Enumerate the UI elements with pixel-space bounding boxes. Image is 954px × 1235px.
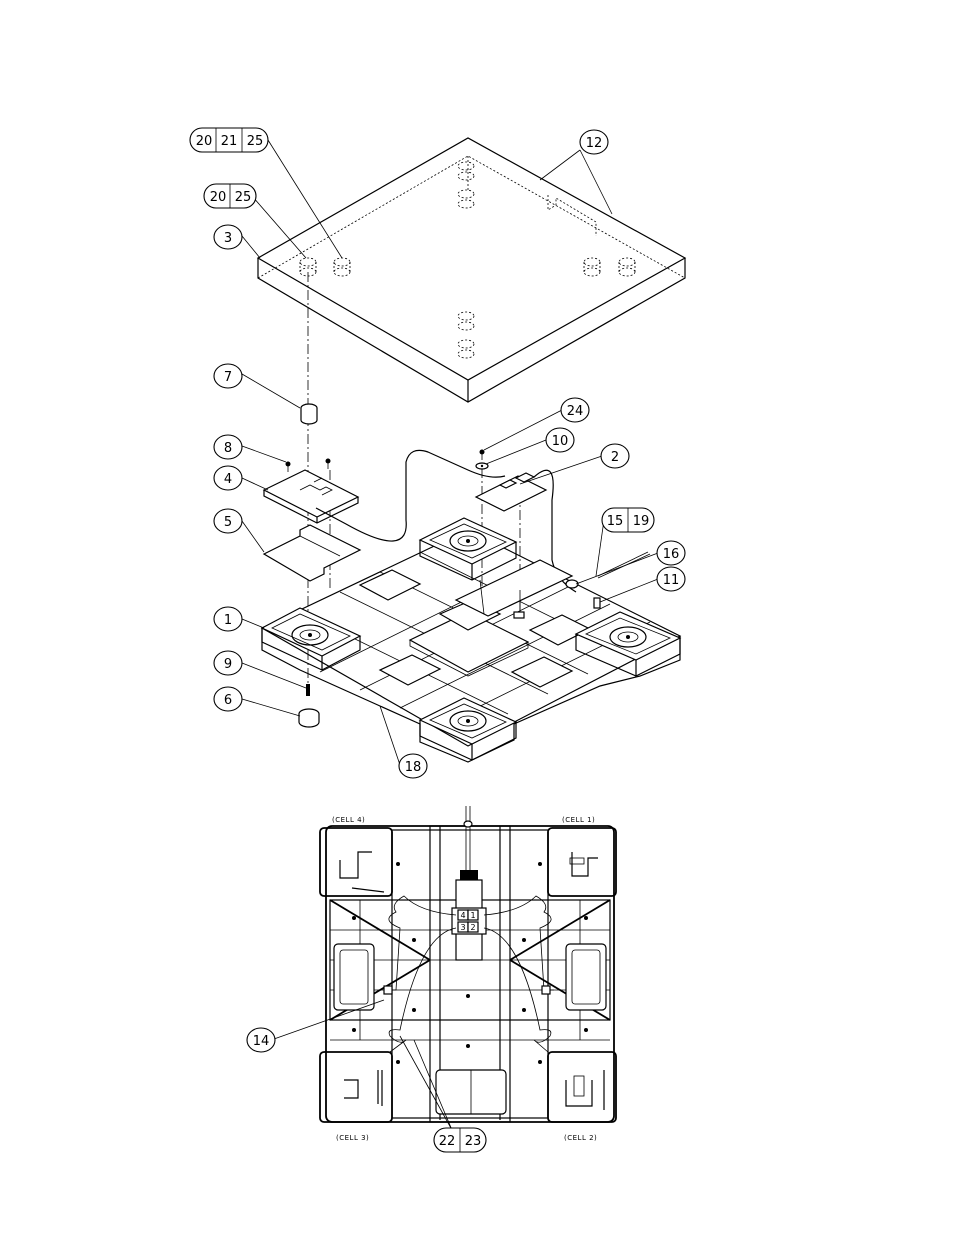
callout-6: 6 xyxy=(214,687,242,711)
callout-22-23: 22 23 xyxy=(434,1128,486,1152)
callout-18: 18 xyxy=(399,754,427,778)
connector-label-1: 1 xyxy=(470,911,475,920)
callout-label: 11 xyxy=(663,573,680,588)
callout-label: 25 xyxy=(235,190,252,205)
callout-label: 4 xyxy=(224,472,232,487)
callout-2: 2 xyxy=(601,444,629,468)
callout-label: 15 xyxy=(607,514,624,529)
platter xyxy=(258,138,685,402)
callout-14: 14 xyxy=(247,1028,275,1052)
callout-3: 3 xyxy=(214,225,242,249)
callout-label: 6 xyxy=(224,693,232,708)
callout-label: 23 xyxy=(465,1134,482,1149)
foot-6 xyxy=(299,709,319,727)
callout-20-25: 20 25 xyxy=(204,184,256,208)
cell-1-label: (CELL 1) xyxy=(562,816,595,824)
callout-label: 16 xyxy=(663,547,680,562)
callout-label: 22 xyxy=(439,1134,456,1149)
cell-2-label: (CELL 2) xyxy=(564,1134,597,1142)
callout-label: 7 xyxy=(224,370,232,385)
bottom-view xyxy=(320,806,616,1122)
callout-24: 24 xyxy=(561,398,589,422)
bracket-4 xyxy=(264,470,358,523)
callout-label: 3 xyxy=(224,231,232,246)
callout-label: 1 xyxy=(224,613,232,628)
load-cell-pocket-top xyxy=(420,518,516,580)
callout-label: 25 xyxy=(247,134,264,149)
callout-label: 5 xyxy=(224,515,232,530)
callout-label: 10 xyxy=(552,434,569,449)
load-cell-pocket-left xyxy=(262,608,360,670)
connector-label-3: 3 xyxy=(460,923,465,932)
callout-label: 12 xyxy=(586,136,603,151)
plate-5 xyxy=(264,525,360,581)
connector-label-4: 4 xyxy=(460,911,465,920)
platter-bosses xyxy=(300,162,635,358)
cell-bracket-3 xyxy=(320,1052,392,1122)
callout-9: 9 xyxy=(214,651,242,675)
callout-label: 24 xyxy=(567,404,584,419)
load-cell-pocket-bottom xyxy=(420,698,516,760)
callout-5: 5 xyxy=(214,509,242,533)
callout-label: 20 xyxy=(196,134,213,149)
connector-label-2: 2 xyxy=(470,923,475,932)
callout-7: 7 xyxy=(214,364,242,388)
callout-label: 18 xyxy=(405,760,422,775)
callout-15-19: 15 19 xyxy=(602,508,654,532)
cell-4-label: (CELL 4) xyxy=(332,816,365,824)
cell-bracket-4 xyxy=(320,828,392,896)
callout-10: 10 xyxy=(546,428,574,452)
callout-label: 8 xyxy=(224,441,232,456)
cell-bracket-1 xyxy=(548,828,616,896)
spacer-7 xyxy=(301,404,317,424)
screw-24 xyxy=(480,450,485,461)
callout-label: 2 xyxy=(611,450,619,465)
callout-label: 14 xyxy=(253,1034,270,1049)
callout-label: 21 xyxy=(221,134,238,149)
callout-1: 1 xyxy=(214,607,242,631)
callout-8: 8 xyxy=(214,435,242,459)
cell-3-label: (CELL 3) xyxy=(336,1134,369,1142)
screw-9 xyxy=(306,684,310,696)
callout-20-21-25: 20 21 25 xyxy=(190,128,268,152)
callout-12: 12 xyxy=(580,130,608,154)
callout-label: 9 xyxy=(224,657,232,672)
cell-bracket-2 xyxy=(548,1052,616,1122)
callout-11: 11 xyxy=(657,567,685,591)
callout-label: 19 xyxy=(633,514,650,529)
callout-16: 16 xyxy=(657,541,685,565)
callout-4: 4 xyxy=(214,466,242,490)
junction-box xyxy=(452,806,486,960)
callout-label: 20 xyxy=(210,190,227,205)
